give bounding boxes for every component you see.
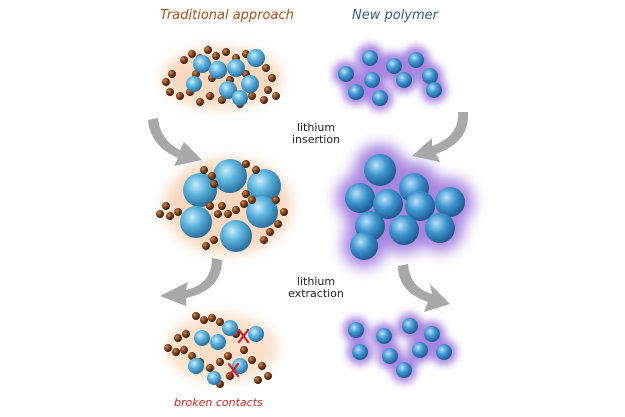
traditional-cluster-initial — [162, 46, 282, 108]
arrow-traditional-extraction — [160, 258, 222, 306]
arrow-polymer-insertion — [412, 112, 468, 162]
polymer-cluster-expanded — [336, 144, 474, 268]
arrow-polymer-extraction — [398, 264, 450, 312]
traditional-cluster-broken — [164, 312, 278, 388]
polymer-cluster-final — [343, 313, 457, 383]
polymer-cluster-initial — [333, 44, 447, 111]
arrow-traditional-insertion — [148, 118, 202, 166]
traditional-cluster-expanded — [156, 158, 292, 254]
